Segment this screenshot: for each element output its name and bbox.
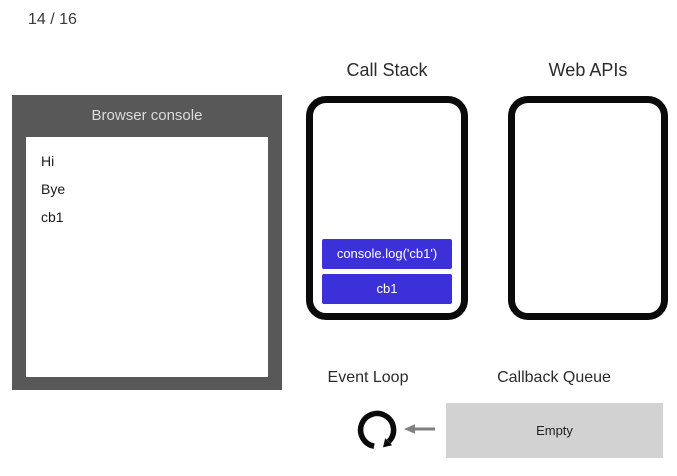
- call-stack-frame: console.log('cb1'): [322, 239, 452, 269]
- console-log-line: Bye: [41, 181, 66, 197]
- event-loop-label: Event Loop: [327, 369, 409, 386]
- call-stack-frame: cb1: [322, 274, 452, 304]
- console-log-line: cb1: [41, 209, 64, 225]
- loop-arrow-icon: [357, 410, 397, 449]
- web-apis-label: Web APIs: [548, 60, 628, 80]
- left-arrow-icon: [404, 424, 435, 434]
- slide-counter: 14 / 16: [28, 11, 77, 28]
- call-stack-box: console.log('cb1') cb1: [306, 96, 468, 320]
- callback-queue-label: Callback Queue: [497, 369, 611, 386]
- browser-console-title: Browser console: [91, 107, 203, 124]
- browser-console-panel: Browser console Hi Bye cb1: [12, 95, 282, 390]
- web-apis-box: [508, 96, 668, 320]
- callback-queue-box: Empty: [446, 403, 663, 458]
- callback-queue-status: Empty: [536, 423, 573, 438]
- console-log-line: Hi: [41, 153, 55, 169]
- call-stack-label: Call Stack: [346, 60, 428, 80]
- browser-console-output: Hi Bye cb1: [26, 137, 268, 377]
